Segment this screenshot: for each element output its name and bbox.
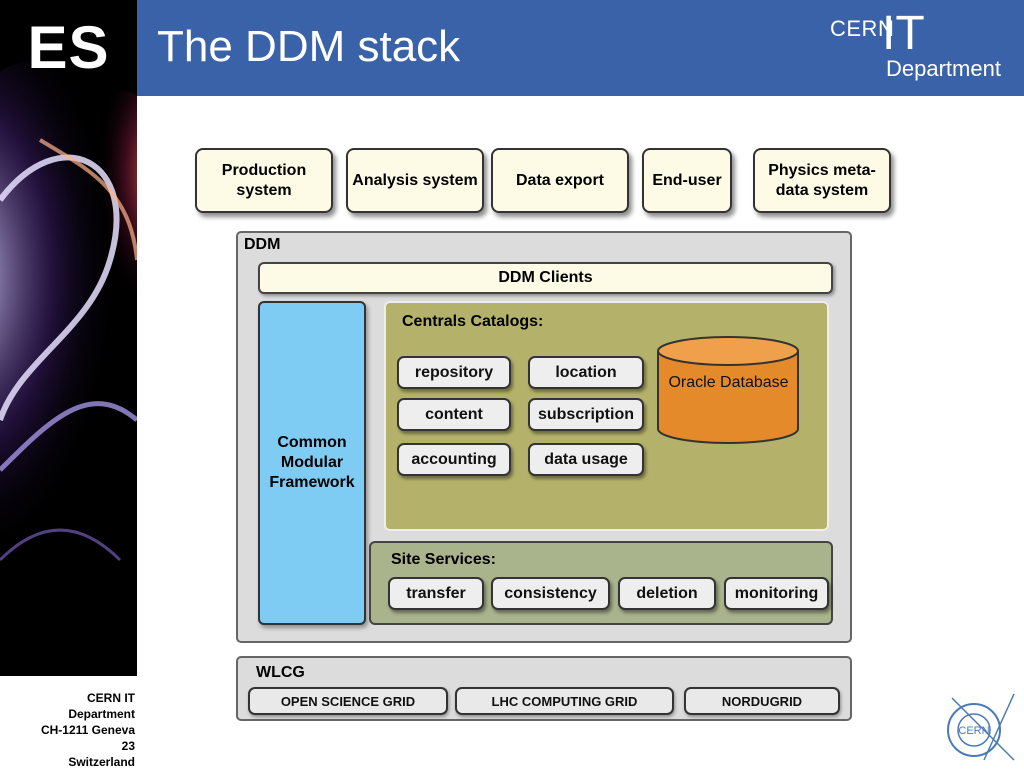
grid-open-science: OPEN SCIENCE GRID [248, 687, 448, 715]
catalog-subscription: subscription [528, 398, 644, 431]
footer-address: CERN IT Department CH-1211 Geneva 23 Swi… [0, 690, 135, 770]
ddm-frame: DDM DDM Clients Common Modular Framework… [236, 231, 852, 643]
production-system-box: Production system [195, 148, 333, 213]
grid-lhc-computing: LHC COMPUTING GRID [455, 687, 674, 715]
footer-line: CERN IT [87, 691, 135, 705]
ddm-clients-box: DDM Clients [258, 262, 833, 294]
footer-line: CH-1211 Geneva [40, 723, 135, 737]
central-catalogs-label: Centrals Catalogs: [402, 313, 544, 330]
catalog-location: location [528, 356, 644, 389]
logo-it-text: IT [882, 7, 925, 60]
plasma-image [0, 0, 137, 676]
ddm-label: DDM [244, 236, 281, 253]
catalog-repository: repository [397, 356, 511, 389]
data-export-box: Data export [491, 148, 629, 213]
cern-it-logo: CERN IT Department [822, 10, 1022, 90]
footer-line: 23 [121, 739, 135, 753]
end-user-box: End-user [642, 148, 732, 213]
page-title: The DDM stack [157, 22, 461, 71]
grid-nordugrid: NORDUGRID [684, 687, 840, 715]
physics-metadata-box: Physics meta-data system [753, 148, 891, 213]
database-icon [657, 336, 799, 444]
footer-line: Switzerland [68, 755, 135, 769]
service-consistency: consistency [491, 577, 610, 610]
service-monitoring: monitoring [724, 577, 829, 610]
analysis-system-box: Analysis system [346, 148, 484, 213]
svg-text:CERN: CERN [958, 725, 989, 737]
catalog-accounting: accounting [397, 443, 511, 476]
cern-logo-icon: CERN [947, 693, 1015, 761]
service-deletion: deletion [618, 577, 716, 610]
catalog-data-usage: data usage [528, 443, 644, 476]
central-catalogs-panel: Centrals Catalogs: repository location c… [384, 301, 829, 531]
service-transfer: transfer [388, 577, 484, 610]
wlcg-frame: WLCG OPEN SCIENCE GRID LHC COMPUTING GRI… [236, 656, 852, 721]
logo-department-text: Department [886, 56, 1001, 81]
site-services-label: Site Services: [391, 551, 496, 568]
section-badge: ES [27, 14, 110, 81]
logo-cern-text: CERN [830, 16, 895, 41]
plasma-artwork [0, 0, 137, 676]
header-bar [137, 0, 1024, 96]
catalog-content: content [397, 398, 511, 431]
oracle-database-label: Oracle Database [668, 374, 789, 391]
common-modular-framework-box: Common Modular Framework [258, 301, 366, 625]
site-services-panel: Site Services: transfer consistency dele… [369, 541, 833, 625]
wlcg-label: WLCG [256, 664, 305, 681]
footer-line: Department [68, 707, 135, 721]
